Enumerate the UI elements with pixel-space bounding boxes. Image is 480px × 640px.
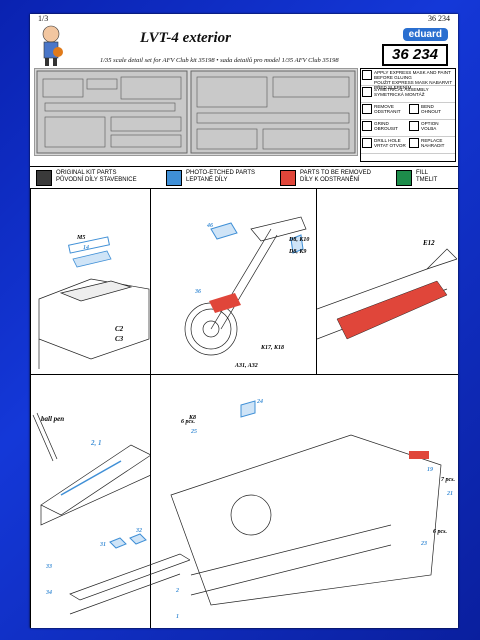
count-label: 6 pcs. bbox=[181, 419, 195, 425]
color-key-text-cz: LEPTANÉ DÍLY bbox=[186, 177, 228, 183]
symmetry-icon bbox=[362, 87, 372, 97]
legend-text: DRILL HOLE bbox=[374, 138, 401, 143]
part-label: 2 bbox=[175, 588, 179, 594]
legend-text: SYMETRICAL ASSEMBLY bbox=[374, 87, 429, 92]
part-label: 36 bbox=[194, 289, 201, 295]
kit-part-label: C3 bbox=[115, 335, 124, 343]
swatch-remove-parts bbox=[280, 170, 296, 186]
legend-text-cz: VRTAT OTVOR bbox=[374, 143, 406, 148]
replace-icon bbox=[409, 138, 419, 148]
part-label: 31 bbox=[99, 542, 106, 548]
color-key-text-cz: PŮVODNÍ DÍLY STAVEBNICE bbox=[56, 177, 137, 183]
swatch-kit-parts bbox=[36, 170, 52, 186]
step1-drawing: M5 14 C2 C3 bbox=[38, 235, 150, 369]
swatch-pe-parts bbox=[166, 170, 182, 186]
option-icon bbox=[409, 121, 419, 131]
legend-text-cz: OHNOUT bbox=[421, 109, 441, 114]
symbol-legend: APPLY EXPRESS MASK AND PAINT BEFORE GLUI… bbox=[360, 68, 456, 162]
step-panel-2: 46 36 D8, K10 D8, K9 K17, K18 A31, A32 bbox=[150, 188, 318, 376]
count-label: 6 pcs. bbox=[433, 529, 447, 535]
legend-text: REPLACE bbox=[421, 138, 443, 143]
kit-part-label: K8 bbox=[188, 415, 196, 421]
legend-text: BEND bbox=[421, 104, 434, 109]
photo-etched-fret bbox=[34, 68, 358, 156]
page-number: 1/3 bbox=[38, 14, 49, 23]
kit-part-label: E12 bbox=[422, 239, 435, 247]
legend-text-cz: OBROUSIT bbox=[374, 126, 398, 131]
legend-text: OPTION bbox=[421, 121, 439, 126]
part-label: 1 bbox=[176, 614, 179, 620]
kit-part-label: D8, K9 bbox=[288, 249, 306, 255]
bend-icon bbox=[409, 104, 419, 114]
kit-number-box: 36 234 bbox=[382, 44, 448, 66]
part-label: 19 bbox=[427, 467, 433, 473]
legend-text: APPLY EXPRESS MASK AND PAINT BEFORE GLUI… bbox=[374, 70, 451, 80]
part-label: 14 bbox=[83, 245, 89, 251]
legend-text-cz: ODSTRANIT bbox=[374, 109, 401, 114]
color-key-text-cz: TMELIT bbox=[416, 177, 438, 183]
kit-part-label: D8, K10 bbox=[288, 237, 309, 243]
legend-text-cz: VOLBA bbox=[421, 126, 437, 131]
part-label: 21 bbox=[446, 491, 453, 497]
part-label: 2, 1 bbox=[90, 439, 102, 447]
drill-icon bbox=[362, 138, 372, 148]
legend-text-cz: SYMETRICKÁ MONTÁŽ bbox=[374, 92, 425, 97]
kit-part-label: K17, K18 bbox=[260, 345, 284, 351]
brand-logo: eduard bbox=[402, 28, 448, 41]
legend-text: GRIND bbox=[374, 121, 389, 126]
part-label: 46 bbox=[206, 223, 213, 229]
kit-number-small: 36 234 bbox=[428, 14, 450, 23]
color-key-text-cz: DÍLY K ODSTRANĚNÍ bbox=[300, 177, 360, 183]
step3-drawing: E12 bbox=[316, 239, 458, 340]
legend-text-cz: NAHRADIT bbox=[421, 143, 445, 148]
step-panel-5: K8 24 25 19 21 23 6 pcs. 7 pcs. 6 pcs. bbox=[150, 374, 458, 628]
part-label: 24 bbox=[256, 399, 263, 405]
step5-drawing: K8 24 25 19 21 23 6 pcs. 7 pcs. 6 pcs. bbox=[170, 399, 455, 606]
count-label: 7 pcs. bbox=[441, 477, 455, 483]
mask-label: M5 bbox=[76, 235, 85, 241]
color-key-text: FILL bbox=[416, 170, 429, 176]
kit-part-label: A31, A32 bbox=[234, 363, 258, 369]
step-panel-3: E12 bbox=[316, 188, 458, 376]
remove-icon bbox=[362, 104, 372, 114]
color-key-text: PARTS TO BE REMOVED bbox=[300, 170, 371, 176]
mask-icon bbox=[362, 70, 372, 80]
page-title: LVT-4 exterior bbox=[140, 30, 231, 46]
kit-part-label: C2 bbox=[115, 325, 124, 333]
step2-drawing: 46 36 D8, K10 D8, K9 K17, K18 A31, A32 bbox=[184, 216, 309, 369]
part-label: 23 bbox=[420, 541, 427, 547]
color-key-text: PHOTO-ETCHED PARTS bbox=[186, 170, 256, 176]
page-subtitle: 1/35 scale detail set for AFV Club kit 3… bbox=[100, 57, 339, 64]
swatch-fill bbox=[396, 170, 412, 186]
grind-icon bbox=[362, 121, 372, 131]
steps-bottom-drawing: 31 32 33 34 2 1 bbox=[45, 528, 190, 620]
part-label: 33 bbox=[45, 564, 52, 570]
color-key-text: ORIGINAL KIT PARTS bbox=[56, 170, 117, 176]
part-label: 32 bbox=[135, 528, 142, 534]
instruction-sheet: 1/3 36 234 LVT-4 exterior 1/35 scale det… bbox=[30, 14, 458, 628]
part-label: 25 bbox=[190, 429, 197, 435]
mascot-logo bbox=[42, 25, 63, 66]
step-panel-4: ball pen 2, 1 bbox=[30, 374, 152, 628]
legend-text-cz: POUŽIT EXPRESS MASK NABARVIT PŘED SLEPEN… bbox=[374, 80, 453, 90]
part-label: 34 bbox=[45, 590, 52, 596]
fret-drawing bbox=[36, 70, 356, 154]
step-panel-1: M5 14 C2 C3 bbox=[30, 188, 152, 376]
tool-label: ball pen bbox=[41, 415, 64, 423]
legend-text: REMOVE bbox=[374, 104, 394, 109]
legend-item: APPLY EXPRESS MASK AND PAINT BEFORE GLUI… bbox=[361, 69, 455, 90]
